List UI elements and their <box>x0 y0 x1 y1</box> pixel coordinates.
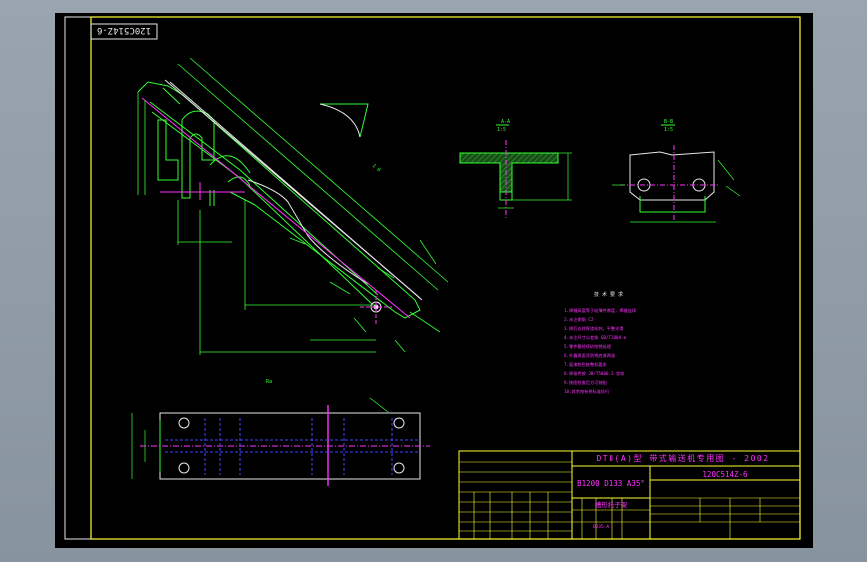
requirement-line: 5.零件需经喷砂除锈处理 <box>564 343 612 350</box>
requirement-line: 3.焊后去除焊渣毛刺，平整光滑 <box>564 325 623 332</box>
part-name: 槽形托子架 <box>595 500 628 509</box>
section-b-b: B-B 1:5 <box>612 119 741 223</box>
rotated-drawing-number: 120C514Z-6 <box>90 23 158 40</box>
drawing-canvas[interactable]: 120C514Z-6 <box>55 13 813 548</box>
title-block: DTⅡ(A)型 带式输送机专用图 - 2002 B1200 D133 A35° … <box>458 450 801 540</box>
svg-text:1 0: 1 0 <box>371 163 382 173</box>
requirement-line: 7.面漆颜色按整机要求 <box>564 361 608 368</box>
requirement-line: 9.按图检查后方可装配 <box>564 379 608 386</box>
inner-border <box>90 16 801 540</box>
requirement-line: 1.焊缝高度等于较薄件厚度，焊缝连续 <box>564 307 636 314</box>
section-b-b-label: B-B <box>664 119 673 125</box>
material: Q235-A <box>593 524 610 530</box>
requirement-line: 10.其余按有关标准执行 <box>564 388 609 395</box>
section-a-a: A-A 1:5 <box>459 119 572 220</box>
part-spec: B1200 D133 A35° <box>577 479 645 488</box>
standard-title: DTⅡ(A)型 带式输送机专用图 - 2002 <box>596 453 769 463</box>
requirements-heading: 技 术 要 求 <box>594 291 623 298</box>
section-a-a-label: A-A <box>501 119 510 125</box>
section-b-b-scale: 1:5 <box>664 127 673 133</box>
technical-requirements: 技 术 要 求 1.焊缝高度等于较薄件厚度，焊缝连续 2.未注倒角 C2 3.焊… <box>564 291 636 395</box>
plan-view <box>131 397 430 486</box>
svg-text:Ra: Ra <box>266 379 272 385</box>
main-bracket-view: 1 0 Ra <box>137 57 449 385</box>
requirement-line: 4.未注尺寸公差按 GB/T1804-m <box>564 334 627 341</box>
requirement-line: 8.焊接件按 JB/T5000.3 验收 <box>564 370 625 377</box>
requirement-line: 2.未注倒角 C2 <box>564 316 594 323</box>
drawing-sheet[interactable]: 120C514Z-6 <box>55 13 813 548</box>
section-a-a-scale: 1:5 <box>497 127 506 133</box>
drawing-code: 120C514Z-6 <box>702 470 748 479</box>
requirement-line: 6.外露表面涂防锈底漆两道 <box>564 352 616 359</box>
stamp-text: 120C514Z-6 <box>97 25 151 35</box>
